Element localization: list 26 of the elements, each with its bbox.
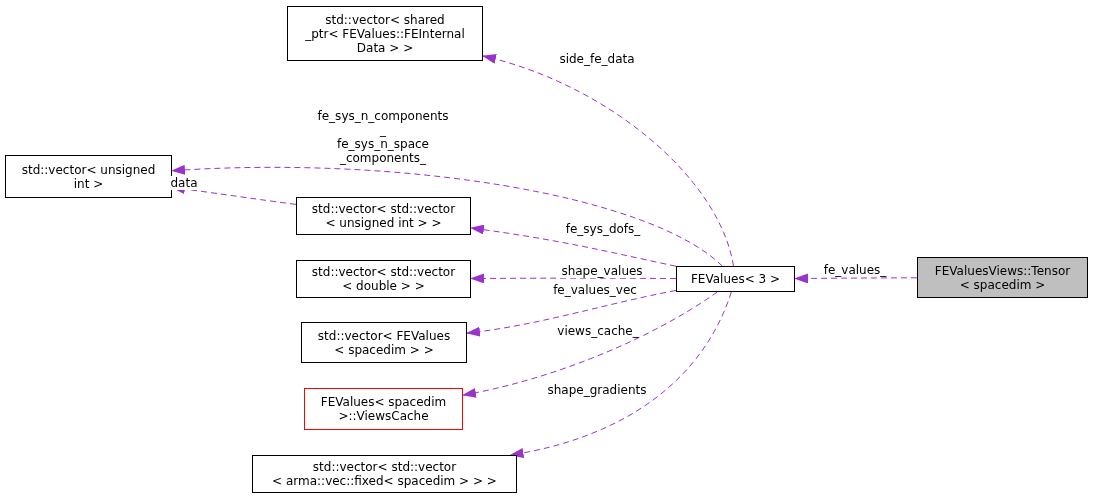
edge-label: side_fe_data (558, 52, 636, 66)
dashed-arrow (462, 291, 718, 398)
dashed-arrow (794, 273, 918, 284)
edge-label: shape_gradients (546, 383, 648, 397)
edge-label: data (169, 176, 199, 190)
edge-label: views_cache_ (556, 324, 640, 338)
edge-label: fe_sys_dofs_ (564, 222, 642, 236)
dashed-arrow (482, 54, 734, 267)
edge-label: fe_values_ (822, 263, 888, 277)
dashed-arrow (466, 289, 677, 337)
class-box: std::vector< FEValues < spacedim > > (301, 322, 467, 363)
dashed-arrow (470, 224, 677, 267)
dashed-arrow (171, 165, 723, 267)
class-box: FEValues< spacedim >::ViewsCache (304, 388, 463, 430)
class-box: std::vector< std::vector < double > > (296, 260, 471, 298)
class-box: FEValues< 3 > (676, 266, 795, 292)
dashed-arrow (509, 291, 732, 458)
edge-label: fe_values_vec (552, 283, 638, 297)
class-box: std::vector< std::vector < arma::vec::fixed< spacedim > > > (252, 455, 517, 493)
edge-label: shape_values (560, 264, 644, 278)
class-box-highlighted: FEValuesViews::Tensor < spacedim > (917, 257, 1088, 298)
dashed-arrow (470, 273, 677, 284)
edge-label: fe_sys_n_components _ fe_sys_n_space _components_ (316, 109, 450, 165)
class-box: std::vector< unsigned int > (5, 155, 172, 198)
class-box: std::vector< shared _ptr< FEValues::FEInternal Data > > (287, 6, 483, 61)
class-box: std::vector< std::vector < unsigned int > > (296, 197, 471, 235)
